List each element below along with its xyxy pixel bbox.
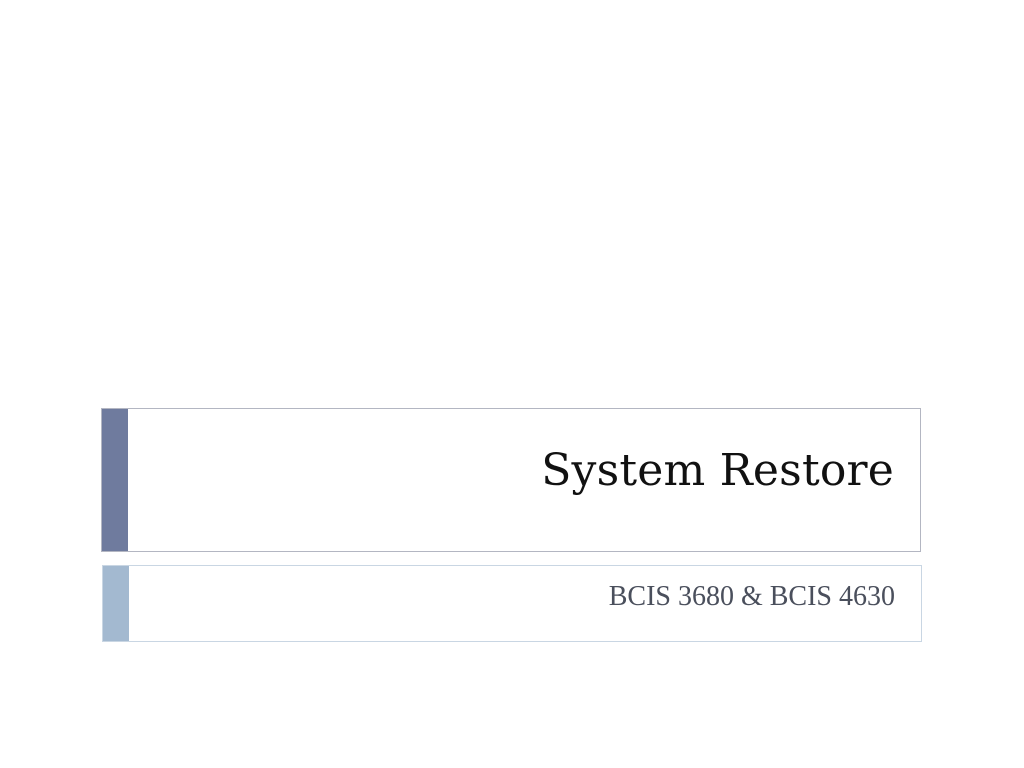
subtitle-placeholder: BCIS 3680 & BCIS 4630 <box>102 565 922 642</box>
title-accent-bar <box>102 409 128 551</box>
slide-title: System Restore <box>541 445 894 496</box>
slide-subtitle: BCIS 3680 & BCIS 4630 <box>608 581 895 612</box>
title-placeholder: System Restore <box>101 408 921 552</box>
subtitle-accent-bar <box>103 566 129 641</box>
